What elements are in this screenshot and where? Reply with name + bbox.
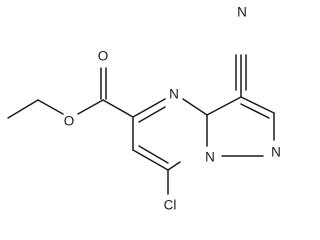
pyrazole-nitrogen-label: N — [271, 145, 281, 160]
bond-carbonyl-c-ring — [102, 99, 134, 118]
bond-c3-c2-1 — [240, 96, 275, 114]
bond-c6-c7-1 — [132, 149, 169, 171]
bridgehead-nitrogen-label: N — [205, 150, 215, 165]
bond-c7-n-bridge — [167, 161, 181, 171]
bond-c3-c2-2 — [240, 103, 270, 119]
chlorine-label: Cl — [164, 198, 177, 213]
ring-nitrogen-label: N — [169, 87, 179, 102]
bond-c5-n4-2 — [138, 106, 166, 123]
bond-c5-n4-1 — [132, 98, 166, 118]
bond-c3a-c3 — [206, 96, 242, 116]
bond-ch2-o — [37, 99, 64, 115]
ester-oxygen-label: O — [64, 114, 75, 129]
carbonyl-oxygen-label: O — [98, 49, 109, 64]
bond-o-carbonyl-c — [77, 99, 104, 115]
bond-ch3-ch2 — [7, 99, 39, 119]
bond-n4-c3a — [182, 98, 208, 116]
nitrile-nitrogen-label: N — [237, 5, 247, 20]
molecule-structure: N N N N O O Cl — [7, 5, 281, 213]
bond-c6-c7-2 — [138, 145, 169, 164]
